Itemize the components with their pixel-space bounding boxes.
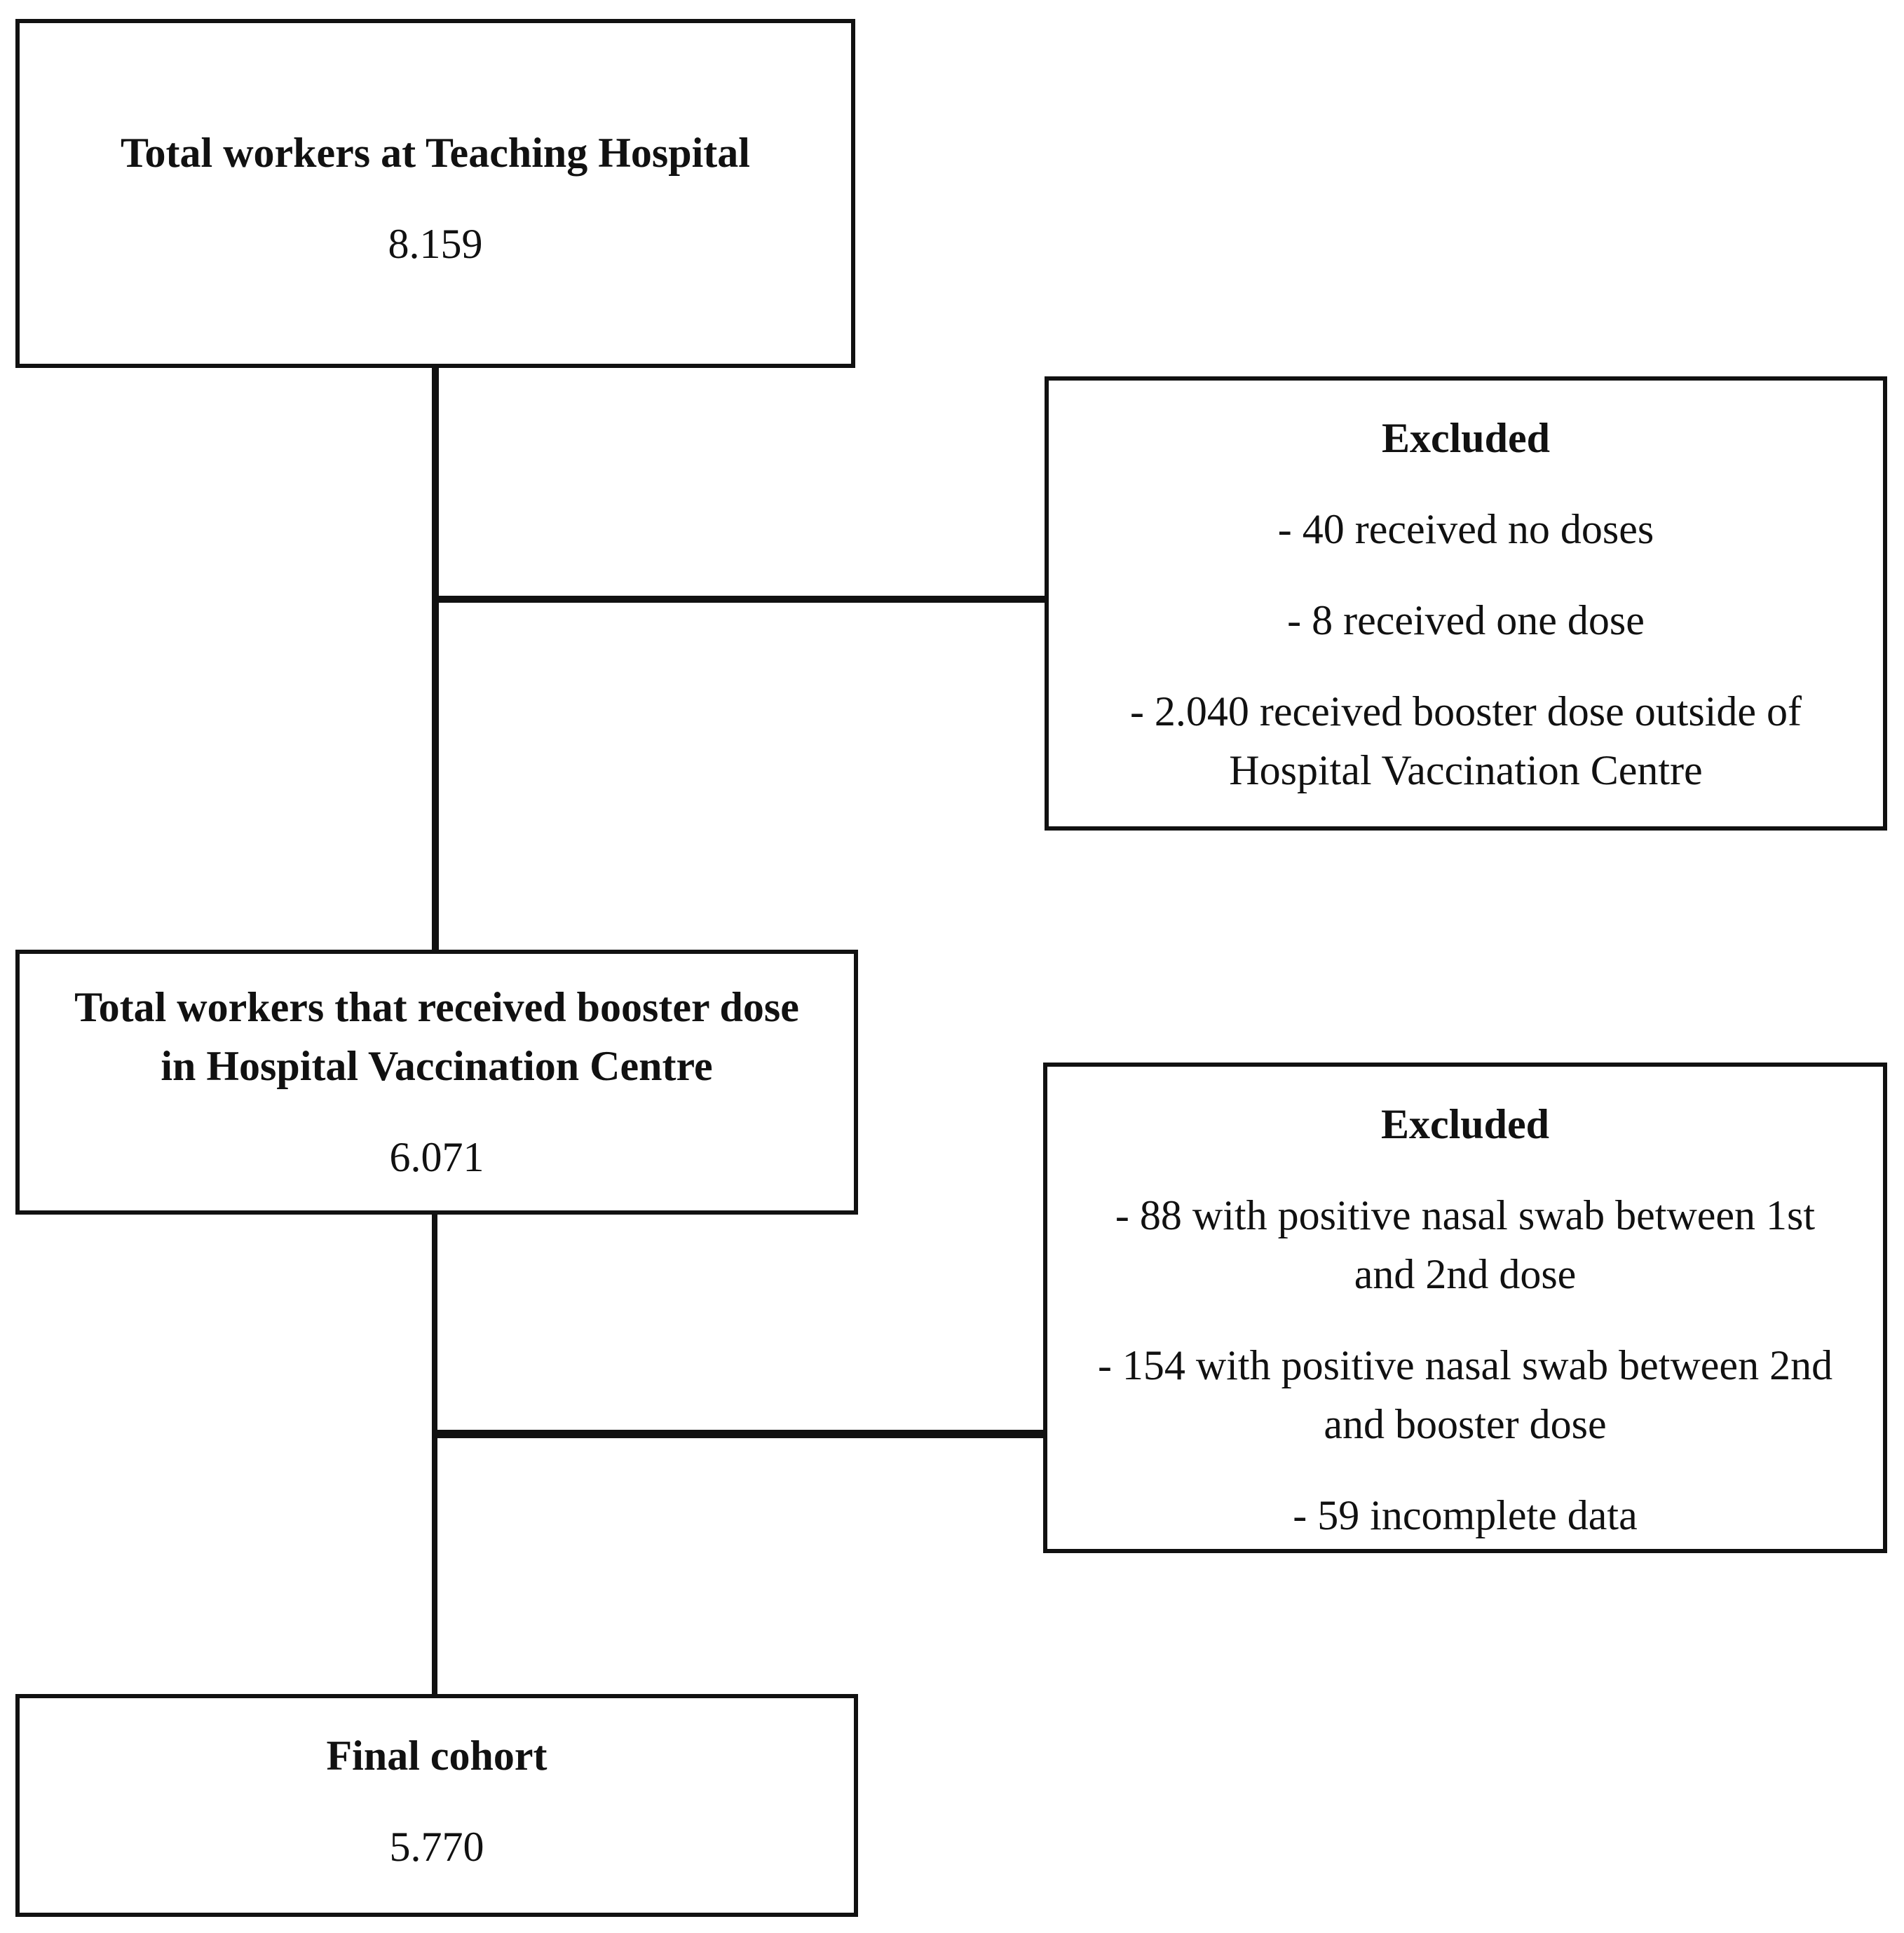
- box-count: 6.071: [389, 1134, 484, 1180]
- exclusion-item: - 8 received one dose: [1287, 597, 1645, 643]
- box-title: Excluded: [1381, 415, 1551, 461]
- box-excluded-1: Excluded - 40 received no doses - 8 rece…: [1045, 376, 1887, 831]
- box-count: 5.770: [389, 1824, 484, 1870]
- box-title: Total workers at Teaching Hospital: [121, 130, 750, 176]
- box-booster-workers: Total workers that received booster dose…: [15, 950, 858, 1215]
- exclusion-item: - 2.040 received booster dose outside of…: [1129, 688, 1802, 793]
- exclusion-item: - 154 with positive nasal swab between 2…: [1097, 1342, 1833, 1447]
- exclusion-item: - 59 incomplete data: [1293, 1492, 1638, 1538]
- box-total-workers: Total workers at Teaching Hospital 8.159: [15, 19, 855, 368]
- box-title: Total workers that received booster dose…: [74, 984, 799, 1089]
- box-title: Excluded: [1380, 1101, 1550, 1147]
- box-title: Final cohort: [326, 1733, 548, 1779]
- box-final-cohort: Final cohort 5.770: [15, 1694, 858, 1917]
- exclusion-item: - 40 received no doses: [1277, 506, 1654, 552]
- exclusion-item: - 88 with positive nasal swab between 1s…: [1115, 1192, 1816, 1297]
- box-excluded-2: Excluded - 88 with positive nasal swab b…: [1043, 1063, 1887, 1553]
- connector-vertical-2: [432, 1215, 437, 1697]
- connector-branch-2: [432, 1430, 1046, 1438]
- connector-vertical-1: [432, 368, 439, 954]
- box-count: 8.159: [388, 221, 483, 267]
- connector-branch-1: [432, 596, 1049, 603]
